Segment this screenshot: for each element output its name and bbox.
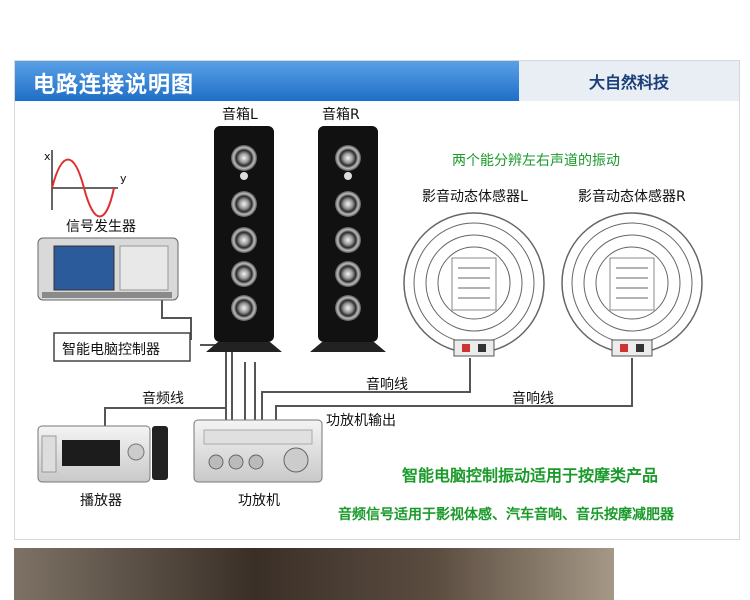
transducer-l-label: 影音动态体感器L: [422, 189, 528, 205]
controller-box: [53, 332, 191, 362]
transducer-r: [561, 212, 703, 357]
note-line-2: 音频信号适用于影视体感、汽车音响、音乐按摩减肥器: [338, 507, 674, 523]
speaker-r-label: 音箱R: [322, 107, 360, 123]
controller-label: 智能电脑控制器: [62, 342, 160, 358]
axis-x-label: x: [44, 150, 51, 163]
amplifier-label: 功放机: [238, 493, 280, 509]
sine-wave: [51, 158, 115, 218]
brand-name: 大自然科技: [588, 73, 669, 92]
header-bar: 电路连接说明图 大自然科技: [15, 61, 739, 101]
signal-generator-device: [37, 237, 179, 301]
signal-generator-label: 信号发生器: [66, 219, 136, 235]
signal-plot: [51, 150, 118, 218]
amp-output-label: 功放机输出: [326, 413, 396, 429]
photo-strip: [14, 540, 614, 600]
player-label: 播放器: [80, 493, 122, 509]
speaker-l-label: 音箱L: [222, 107, 258, 123]
cable-speaker-l: [261, 358, 471, 420]
vibration-note: 两个能分辨左右声道的振动: [452, 153, 620, 169]
strip-divider: [0, 540, 750, 548]
cable-generator-controller: [161, 292, 192, 340]
speaker-l: [206, 126, 282, 352]
transducer-l: [403, 212, 545, 357]
brand-box: 大自然科技: [519, 61, 739, 101]
speaker-r: [310, 126, 386, 352]
page-title: 电路连接说明图: [33, 73, 195, 98]
axis-y-label: y: [120, 172, 127, 185]
amplifier-device: [193, 419, 323, 483]
speaker-cable-label-1: 音响线: [366, 377, 408, 393]
speaker-cable-label-2: 音响线: [512, 391, 554, 407]
audio-cable-label: 音频线: [142, 391, 184, 407]
cable-speaker-r: [275, 358, 633, 420]
transducer-r-label: 影音动态体感器R: [578, 189, 686, 205]
note-line-1: 智能电脑控制振动适用于按摩类产品: [402, 466, 659, 485]
player-device: [37, 425, 168, 483]
